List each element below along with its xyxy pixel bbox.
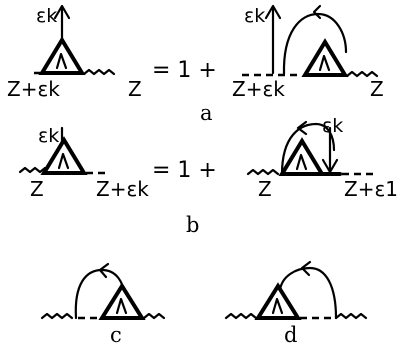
diagram-c: c xyxy=(40,262,166,347)
equals-one-plus: = 1 + xyxy=(152,158,217,183)
loop-arrow xyxy=(312,4,322,20)
eps-k-label: εk xyxy=(36,5,57,27)
lambda-mark xyxy=(271,297,284,315)
arrow-up-head xyxy=(53,4,71,20)
diagram-d: d xyxy=(224,260,368,347)
diagram-a: εk Z+εk Z = 1 + εk Z+εk Z a xyxy=(7,4,384,125)
z-plus-eps-1-label: Z+ε1 xyxy=(344,177,398,201)
diagram-a-lhs: εk Z+εk Z xyxy=(7,4,142,101)
lambda-mark xyxy=(55,52,68,70)
caption-b: b xyxy=(186,213,199,237)
z-label: Z xyxy=(258,177,272,201)
z-label: Z xyxy=(128,77,142,101)
loop-arrow xyxy=(296,120,308,136)
lambda-mark xyxy=(115,297,128,315)
diagram-b: εk Z Z+εk = 1 + εk Z Z+ε1 b xyxy=(18,115,398,237)
z-plus-eps-k-label: Z+εk xyxy=(232,77,285,101)
lambda-mark xyxy=(295,153,308,171)
wavy-line xyxy=(82,68,116,76)
diagram-a-rhs: εk Z+εk Z xyxy=(232,4,384,101)
diagram-b-lhs: εk Z Z+εk xyxy=(18,125,149,201)
z-plus-eps-k-label: Z+εk xyxy=(7,77,60,101)
wavy-line xyxy=(142,312,166,320)
arrow-up-head xyxy=(264,4,282,20)
z-label: Z xyxy=(30,177,44,201)
wavy-line xyxy=(224,312,258,320)
equals-one-plus: = 1 + xyxy=(152,58,217,83)
loop-arrow xyxy=(98,262,110,279)
loop-line xyxy=(282,12,348,76)
loop-line xyxy=(280,122,336,176)
eps-k-label: εk xyxy=(322,115,343,137)
caption-c: c xyxy=(110,323,122,347)
wavy-line xyxy=(345,70,379,78)
z-label: Z xyxy=(370,77,384,101)
wavy-line xyxy=(246,168,280,176)
arrow-down-head xyxy=(321,158,339,174)
wavy-line xyxy=(40,312,74,320)
eps-k-label: εk xyxy=(38,125,59,147)
caption-d: d xyxy=(284,323,297,347)
loop-line xyxy=(278,266,338,320)
eps-k-label: εk xyxy=(244,5,265,27)
caption-a: a xyxy=(200,101,213,125)
wavy-line xyxy=(334,312,368,320)
lambda-mark xyxy=(57,152,70,170)
loop-arrow xyxy=(300,260,312,277)
diagram-b-rhs: εk Z Z+ε1 xyxy=(246,115,398,201)
z-plus-eps-k-label: Z+εk xyxy=(96,177,149,201)
lambda-mark xyxy=(318,54,331,72)
